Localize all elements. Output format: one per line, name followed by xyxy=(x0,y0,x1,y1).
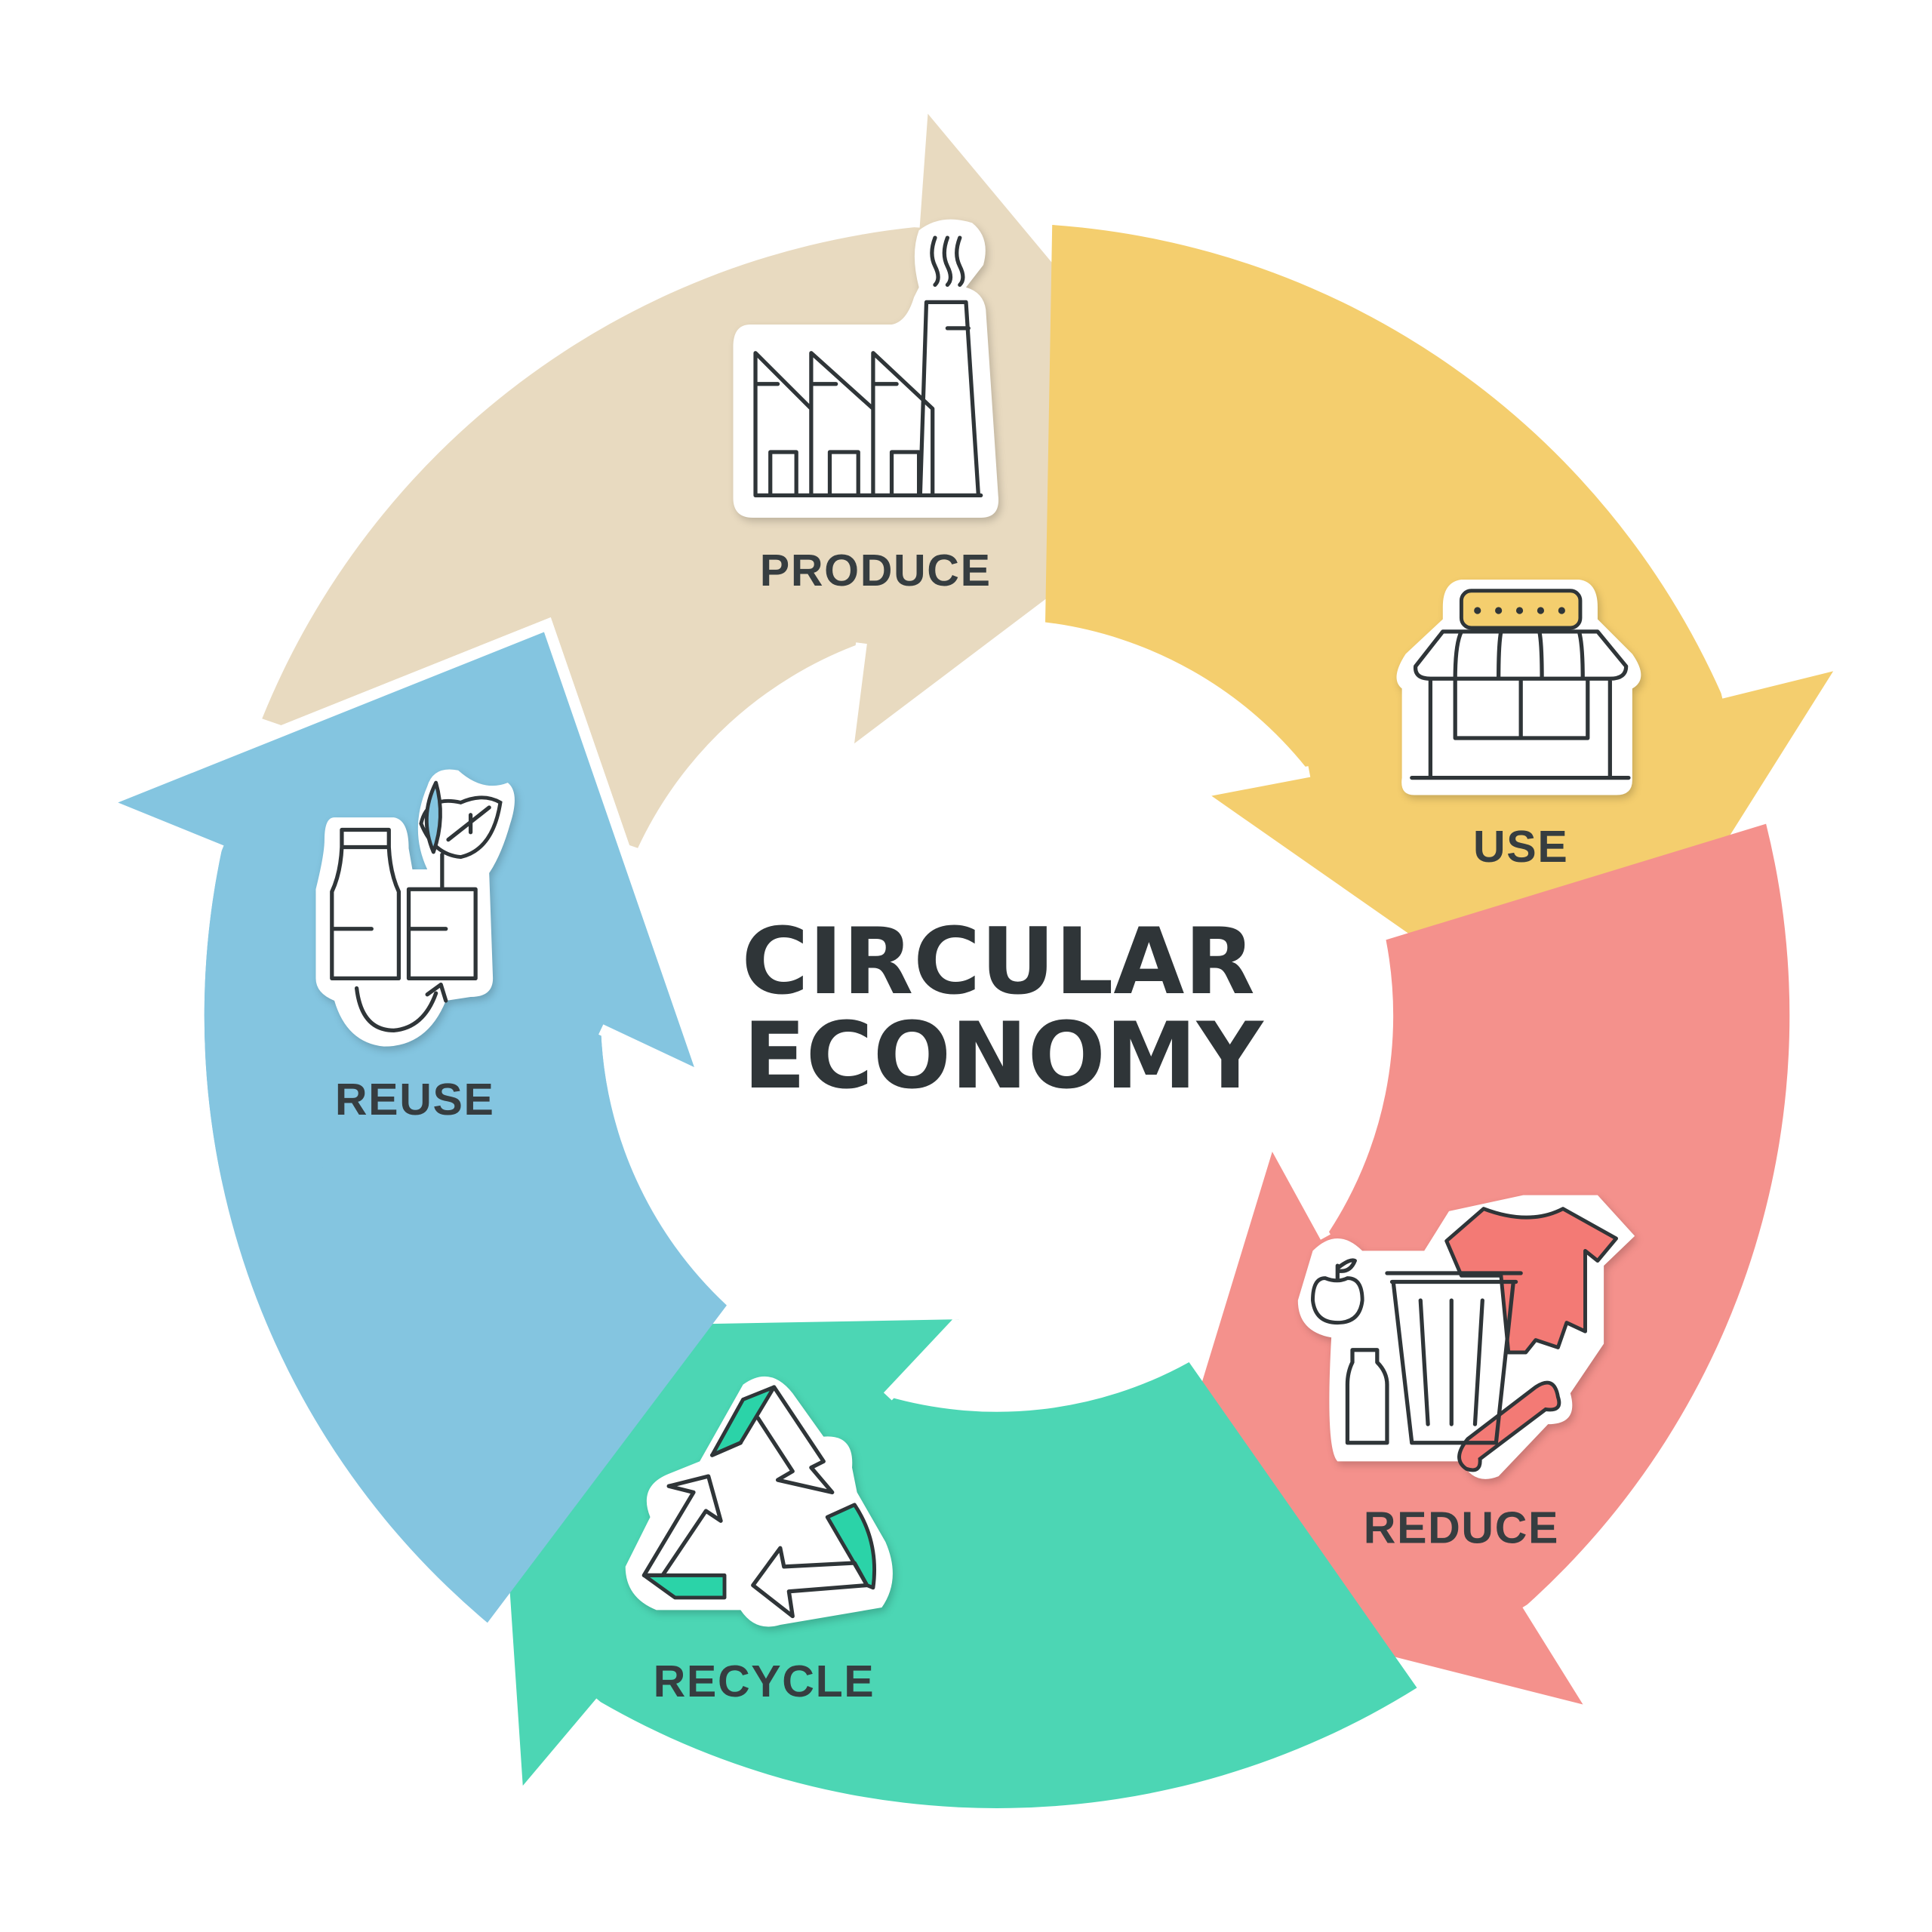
factory-icon xyxy=(733,219,999,518)
store-icon xyxy=(1396,580,1641,795)
stage-label-reuse: REUSE xyxy=(335,1075,495,1124)
title-line-2: ECONOMY xyxy=(743,1002,1265,1109)
stage-label-recycle: RECYCLE xyxy=(654,1657,875,1706)
stage-label-use: USE xyxy=(1473,822,1568,872)
stage-label-produce: PRODUCE xyxy=(760,546,992,595)
recycle-icon xyxy=(625,1376,893,1627)
stage-label-reduce: REDUCE xyxy=(1364,1503,1559,1553)
arrow-reuse-head-outline xyxy=(88,617,714,1089)
waste-bin-icon xyxy=(1297,1195,1635,1479)
reuse-bottles-icon xyxy=(315,769,515,1047)
title-line-1: CIRCULAR xyxy=(741,908,1254,1015)
